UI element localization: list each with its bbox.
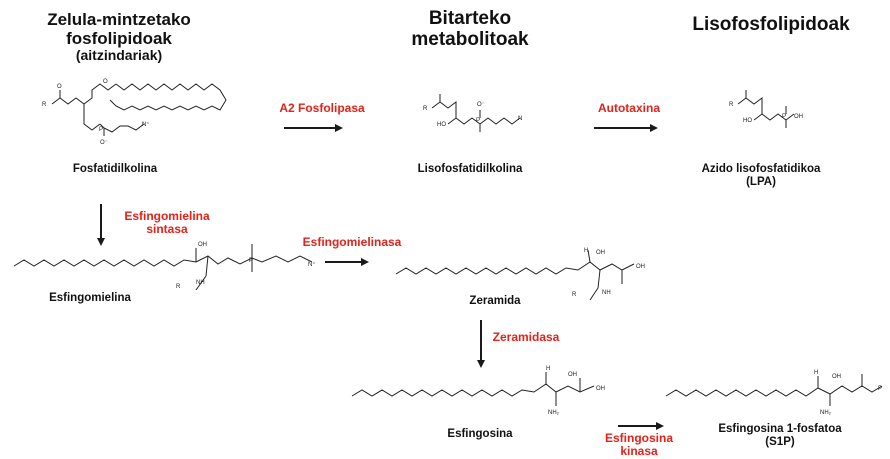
lpa-atom-r: R [729, 102, 734, 108]
sm-atom-r: R [176, 284, 181, 290]
header-precursors: Zelula-mintzetako fosfolipidoak (aitzind… [0, 10, 238, 64]
lpc-atom-ho: HO [437, 122, 446, 128]
label-phosphatidylcholine: Fosfatidilkolina [72, 163, 158, 175]
cer-atom-r: R [572, 292, 577, 298]
structure-s1p: H OH NH₂ P [665, 370, 883, 416]
sph-atom-oh: OH [568, 372, 577, 378]
enzyme-a2-phospholipase: A2 Fosfolipasa [279, 101, 365, 115]
header-precursors-line2: (aitzindariak) [75, 47, 163, 64]
enzyme-sphingosine-kinase: Esfingosina kinasa [594, 431, 684, 459]
label-s1p: Esfingosina 1-fosfatoa (S1P) [700, 423, 860, 449]
structure-phosphatidylcholine: R O O P O⁻ N⁺ [42, 79, 227, 146]
header-intermediates-line1: Bitarteko [428, 8, 512, 29]
cer-atom-oh: OH [596, 250, 605, 256]
s1p-atom-h: H [814, 370, 818, 376]
label-s1p-line1: Esfingosina 1-fosfatoa [718, 423, 842, 435]
lpc-atom-n: N [518, 116, 522, 122]
enzyme-sphingomyelin-synthase-line2: sintasa [146, 222, 188, 237]
pc-atom-r2: R [42, 102, 47, 108]
sm-atom-p: P [249, 258, 253, 264]
enzyme-sphingosine-kinase-line2: kinasa [620, 444, 658, 459]
structure-lysophosphatidylcholine: R HO P O⁻ N [423, 94, 522, 132]
label-ceramide: Zeramida [469, 295, 521, 307]
s1p-atom-p: P [878, 386, 882, 392]
enzyme-ceramidase: Zeramidasa [492, 330, 560, 344]
enzyme-sphingomyelinase: Esfingomielinasa [302, 235, 402, 249]
header-intermediates: Bitarteko metabolitoak [395, 8, 545, 51]
pc-atom-o2: O [103, 79, 108, 85]
label-lysophosphatidylcholine: Lisofosfatidilkolina [417, 163, 523, 175]
s1p-atom-oh: OH [832, 374, 841, 380]
sm-atom-nh: NH [196, 280, 205, 286]
header-lyso: Lisofosfolipidoak [682, 14, 860, 35]
enzyme-sphingomyelin-synthase-line1: Esfingomielina [124, 209, 210, 223]
lpa-atom-p: P [782, 114, 786, 120]
enzyme-autotaxin: Autotaxina [597, 101, 660, 115]
sph-atom-nh2: NH₂ [548, 410, 560, 416]
label-lpa-line2: (LPA) [746, 175, 776, 188]
cer-atom-oh2: OH [636, 264, 645, 270]
pc-atom-p: P [99, 127, 103, 133]
sph-atom-oh2: OH [596, 386, 605, 392]
sph-atom-h: H [546, 366, 550, 372]
label-sphingomyelin: Esfingomielina [49, 292, 131, 304]
lpa-atom-oh: OH [794, 114, 803, 120]
lpc-atom-p: P [476, 118, 480, 124]
lpc-atom-r: R [423, 106, 428, 112]
label-sphingosine: Esfingosina [447, 428, 513, 440]
pc-atom-om: O⁻ [100, 140, 108, 146]
cer-atom-h: H [584, 248, 588, 254]
structure-sphingosine: OH H NH₂ OH [351, 366, 605, 416]
header-precursors-line1: Zelula-mintzetako fosfolipidoak [47, 10, 191, 49]
structure-lpa: R HO P OH [729, 90, 803, 128]
s1p-atom-nh2: NH₂ [820, 410, 832, 416]
pc-atom-o1: O [57, 84, 62, 90]
header-lyso-line1: Lisofosfolipidoak [692, 14, 850, 35]
sm-atom-np: N⁺ [308, 261, 316, 268]
enzyme-sphingosine-kinase-line1: Esfingosina [604, 431, 673, 445]
cer-atom-nh: NH [602, 290, 611, 296]
header-intermediates-line2: metabolitoak [411, 29, 529, 51]
pc-atom-np: N⁺ [142, 121, 150, 128]
label-lpa: Azido lisofosfatidikoa (LPA) [672, 163, 850, 189]
enzyme-sphingomyelin-synthase: Esfingomielina sintasa [112, 209, 222, 237]
label-s1p-line2: (S1P) [765, 435, 795, 448]
lpc-atom-om: O⁻ [477, 102, 485, 108]
lpa-atom-ho: HO [743, 118, 752, 124]
sm-atom-oh: OH [198, 242, 207, 248]
structure-sphingomyelin: OH NH R P N⁺ [13, 242, 316, 291]
structure-ceramide: OH H NH R OH [395, 248, 645, 301]
label-lpa-line1: Azido lisofosfatidikoa [701, 163, 821, 175]
